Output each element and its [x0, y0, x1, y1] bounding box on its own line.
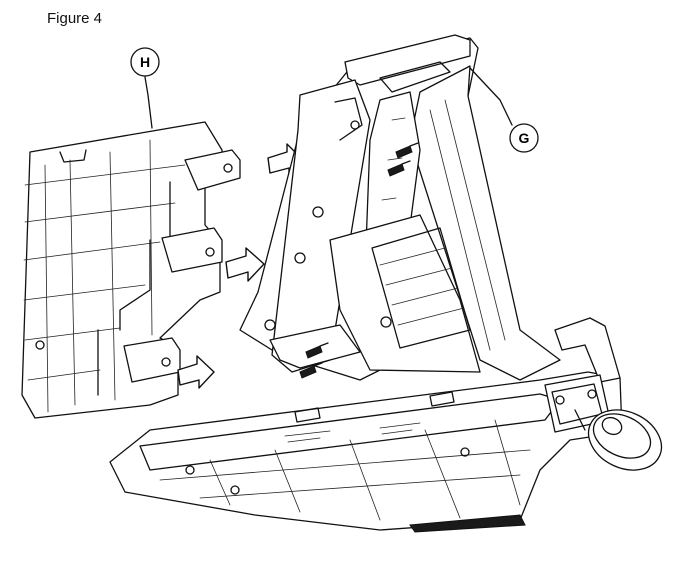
callout-h: H	[130, 47, 160, 129]
figure-title: Figure 4	[47, 10, 103, 27]
caster-wheel-icon	[544, 374, 663, 471]
base-tray	[109, 317, 623, 533]
screw-icon	[395, 142, 419, 159]
assembly-arrow-icon	[177, 355, 215, 389]
frame-g	[239, 34, 561, 381]
panel-h	[21, 121, 241, 419]
base-tray-outline	[109, 371, 623, 531]
callout-g: G	[469, 67, 539, 153]
screw-icon	[299, 362, 323, 379]
screw-icon	[387, 160, 411, 177]
assembly-arrow-icon	[225, 247, 265, 282]
callout-g-label: G	[519, 130, 530, 146]
screw-icon	[305, 342, 329, 359]
callout-h-label: H	[140, 54, 150, 70]
